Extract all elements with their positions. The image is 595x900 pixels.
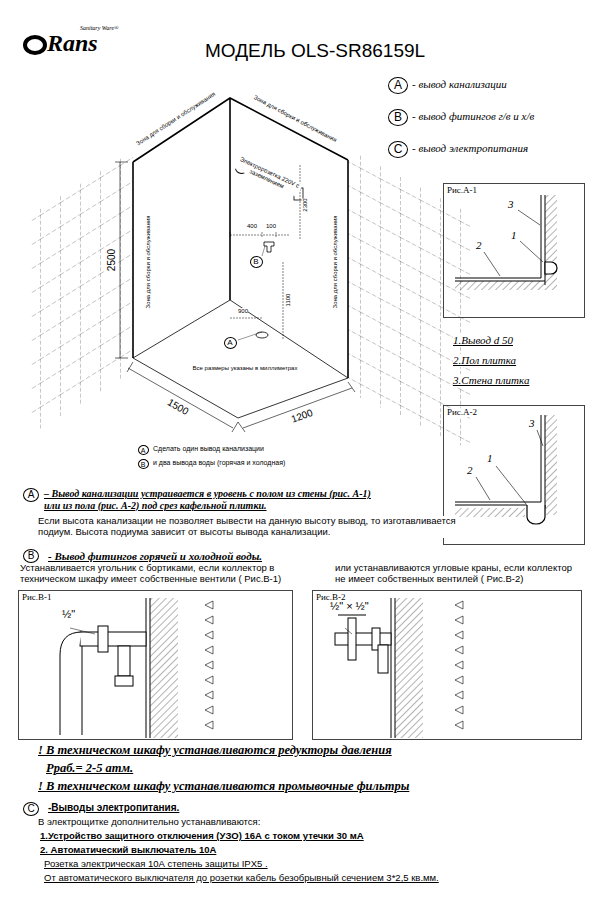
circle-letter: C [27,804,34,814]
body-text: или устанавливаются угловые краны, если … [335,563,585,585]
units-note: Все размеры указаны в миллиметрах [193,365,298,372]
letter-circle: A [138,445,149,455]
level-mark [205,601,213,609]
list-item: 2.Пол плитка [453,354,516,367]
level-mark [205,646,213,654]
warning-text: ! В техническом шкафу устанавливаются ре… [38,743,392,757]
figure-caption: Рис.В-1 [22,593,52,602]
callout-number: 1 [487,452,493,465]
figure-caption: Рис.А-1 [447,186,477,195]
body-text: Устанавливается угольник с бортиками, ес… [20,563,320,585]
logo [25,37,45,53]
circle-letter: A [141,447,146,454]
callout-number: 2 [467,464,473,477]
fitting-drawing-b2 [335,598,463,738]
level-mark [455,646,463,654]
dimension: 1500 [165,396,190,417]
callout-number: 1 [511,229,517,242]
body-text: От автоматического выключателя до розетк… [44,873,439,884]
circle-letter: A [227,339,232,347]
level-mark [205,691,213,699]
legend-text: - вывод фитингов г/в и х/в [412,110,534,123]
letter-circle: A [224,337,237,349]
dimension: 2300 [302,198,309,211]
dimension: 1100 [285,294,292,307]
list-item: 3.Стена плитка [453,374,529,387]
note-text: и два вывода воды (горячая и холодная) [153,459,285,467]
fitting-size: ½" × ½" [330,600,369,613]
letter-circle: A [388,77,408,94]
warning-text: ! В техническом шкафу устанавливаются пр… [38,779,409,793]
figure-frame: Рис.А-1 [443,183,585,318]
callout-number: 3 [529,417,535,430]
level-mark [455,721,463,729]
level-mark [205,661,213,669]
fitting-drawing-b1 [60,598,213,738]
dimension: 100 [266,223,276,230]
socket-note: Электророзетка 220V с заземлением [233,155,302,197]
fitting-size: ½" [62,608,75,621]
legend-text: - вывод канализации [412,78,507,91]
brand-tagline: Sanitary Ware® [80,25,119,32]
circle-letter: B [141,461,146,468]
circle-letter: B [28,551,35,561]
letter-circle: B [23,549,39,563]
level-mark [205,706,213,714]
level-mark [455,706,463,714]
circle-letter: A [394,79,402,91]
note-text: Сделать один вывод канализации [153,445,264,453]
level-mark [205,721,213,729]
circle-letter: B [253,258,258,266]
level-mark [455,601,463,609]
body-text: Если высота канализации не позволяет выв… [38,516,458,538]
legend-text: - вывод электропитания [412,142,528,155]
level-mark [455,616,463,624]
section-heading: – Вывод канализации устраивается в урове… [44,488,384,511]
room-drawing [30,98,470,450]
letter-circle: C [23,802,39,816]
level-mark [455,691,463,699]
requirement-item: 2. Автоматический выключатель 10А [40,845,216,856]
callout-number: 2 [476,239,482,252]
section-heading: -Выводы электропитания. [48,802,179,814]
letter-circle: C [388,141,408,158]
letter-circle: B [138,459,149,469]
model-title: МОДЕЛЬ OLS-SR86159L [205,40,425,62]
circle-letter: B [394,111,402,123]
circle-letter: C [394,143,403,155]
callout-number: 3 [508,198,514,211]
section-heading: - Вывод фитингов горячей и холодной воды… [48,550,262,563]
zone-label: Зона для сборки и обслуживания [332,216,339,309]
dimension: 400 [247,223,257,230]
zone-label: Зона для сборки и обслуживания [252,94,337,144]
letter-circle: A [23,488,39,502]
circle-letter: A [28,490,35,500]
level-mark [205,616,213,624]
warning-text: Рраб.= 2-5 атм. [46,761,133,775]
body-text: В электрощитке дополнительно устанавлива… [38,817,260,828]
dimension: 900 [238,308,248,315]
figure-frame: Рис.В-1 [18,590,293,740]
detail-a2 [455,415,557,524]
detail-a1 [455,195,557,290]
level-mark [205,676,213,684]
figure-caption: Рис.А-2 [447,408,477,417]
list-item: 1.Вывод d 50 [453,334,513,347]
level-mark [455,676,463,684]
dimension: 2500 [106,249,118,271]
zone-label: Зона для сборки и обслуживания [145,216,152,309]
letter-circle: B [250,256,263,268]
letter-circle: B [388,109,408,126]
figure-frame: Рис.А-2 [443,405,585,545]
brand-logo: Rans [47,30,98,58]
zone-label: Зона для сборки и обслуживания [135,91,217,147]
level-mark [455,661,463,669]
level-mark [455,631,463,639]
level-mark [205,631,213,639]
requirement-item: 1.Устройство защитного отключения (УЗО) … [40,831,364,842]
body-text: Розетка электрическая 10А степень защиты… [44,859,268,870]
